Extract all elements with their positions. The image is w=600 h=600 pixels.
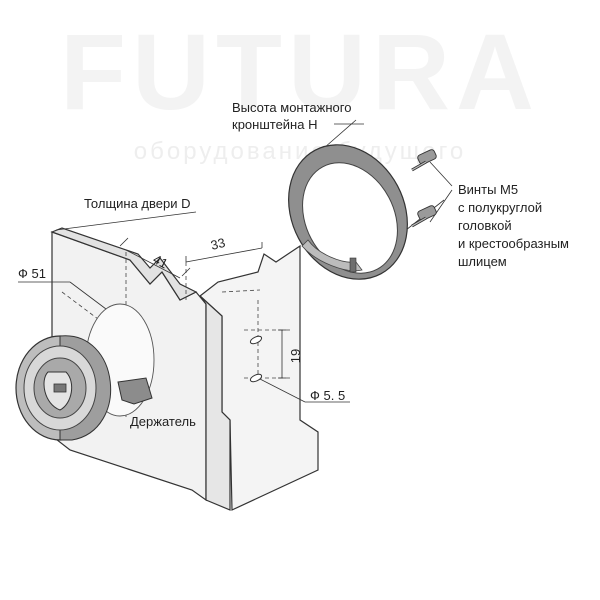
screw-lower-icon: [411, 205, 437, 228]
label-bracket-height-line1: Высота монтажного: [232, 100, 352, 115]
lock-handle: [15, 335, 112, 441]
dim-19: 19: [288, 349, 303, 363]
label-screws-line3: головкой: [458, 218, 512, 233]
dim-33: 33: [209, 235, 227, 253]
watermark-brand: FUTURA: [60, 11, 540, 132]
holder-bracket: [117, 377, 153, 405]
dim-41: 41: [151, 251, 171, 271]
screw-upper-icon: [411, 149, 437, 172]
label-screws-line4: и крестообразным: [458, 236, 569, 251]
dim-diameter-51: Ф 51: [18, 266, 46, 281]
watermark-tagline: оборудование будущего: [133, 138, 467, 165]
label-holder: Держатель: [130, 414, 196, 429]
dimension-lines: [18, 119, 453, 403]
dim-diameter-5-5: Ф 5. 5: [310, 388, 346, 403]
mounting-holes: [249, 335, 263, 383]
label-screws-line2: с полукруглой: [458, 200, 543, 215]
label-screws-line1: Винты М5: [458, 182, 519, 197]
label-screws-line5: шлицем: [458, 254, 507, 269]
label-bracket-height-line2: кронштейна H: [232, 117, 318, 132]
label-door-thickness: Толщина двери D: [84, 196, 191, 211]
mounting-bracket-ring: [288, 144, 408, 280]
